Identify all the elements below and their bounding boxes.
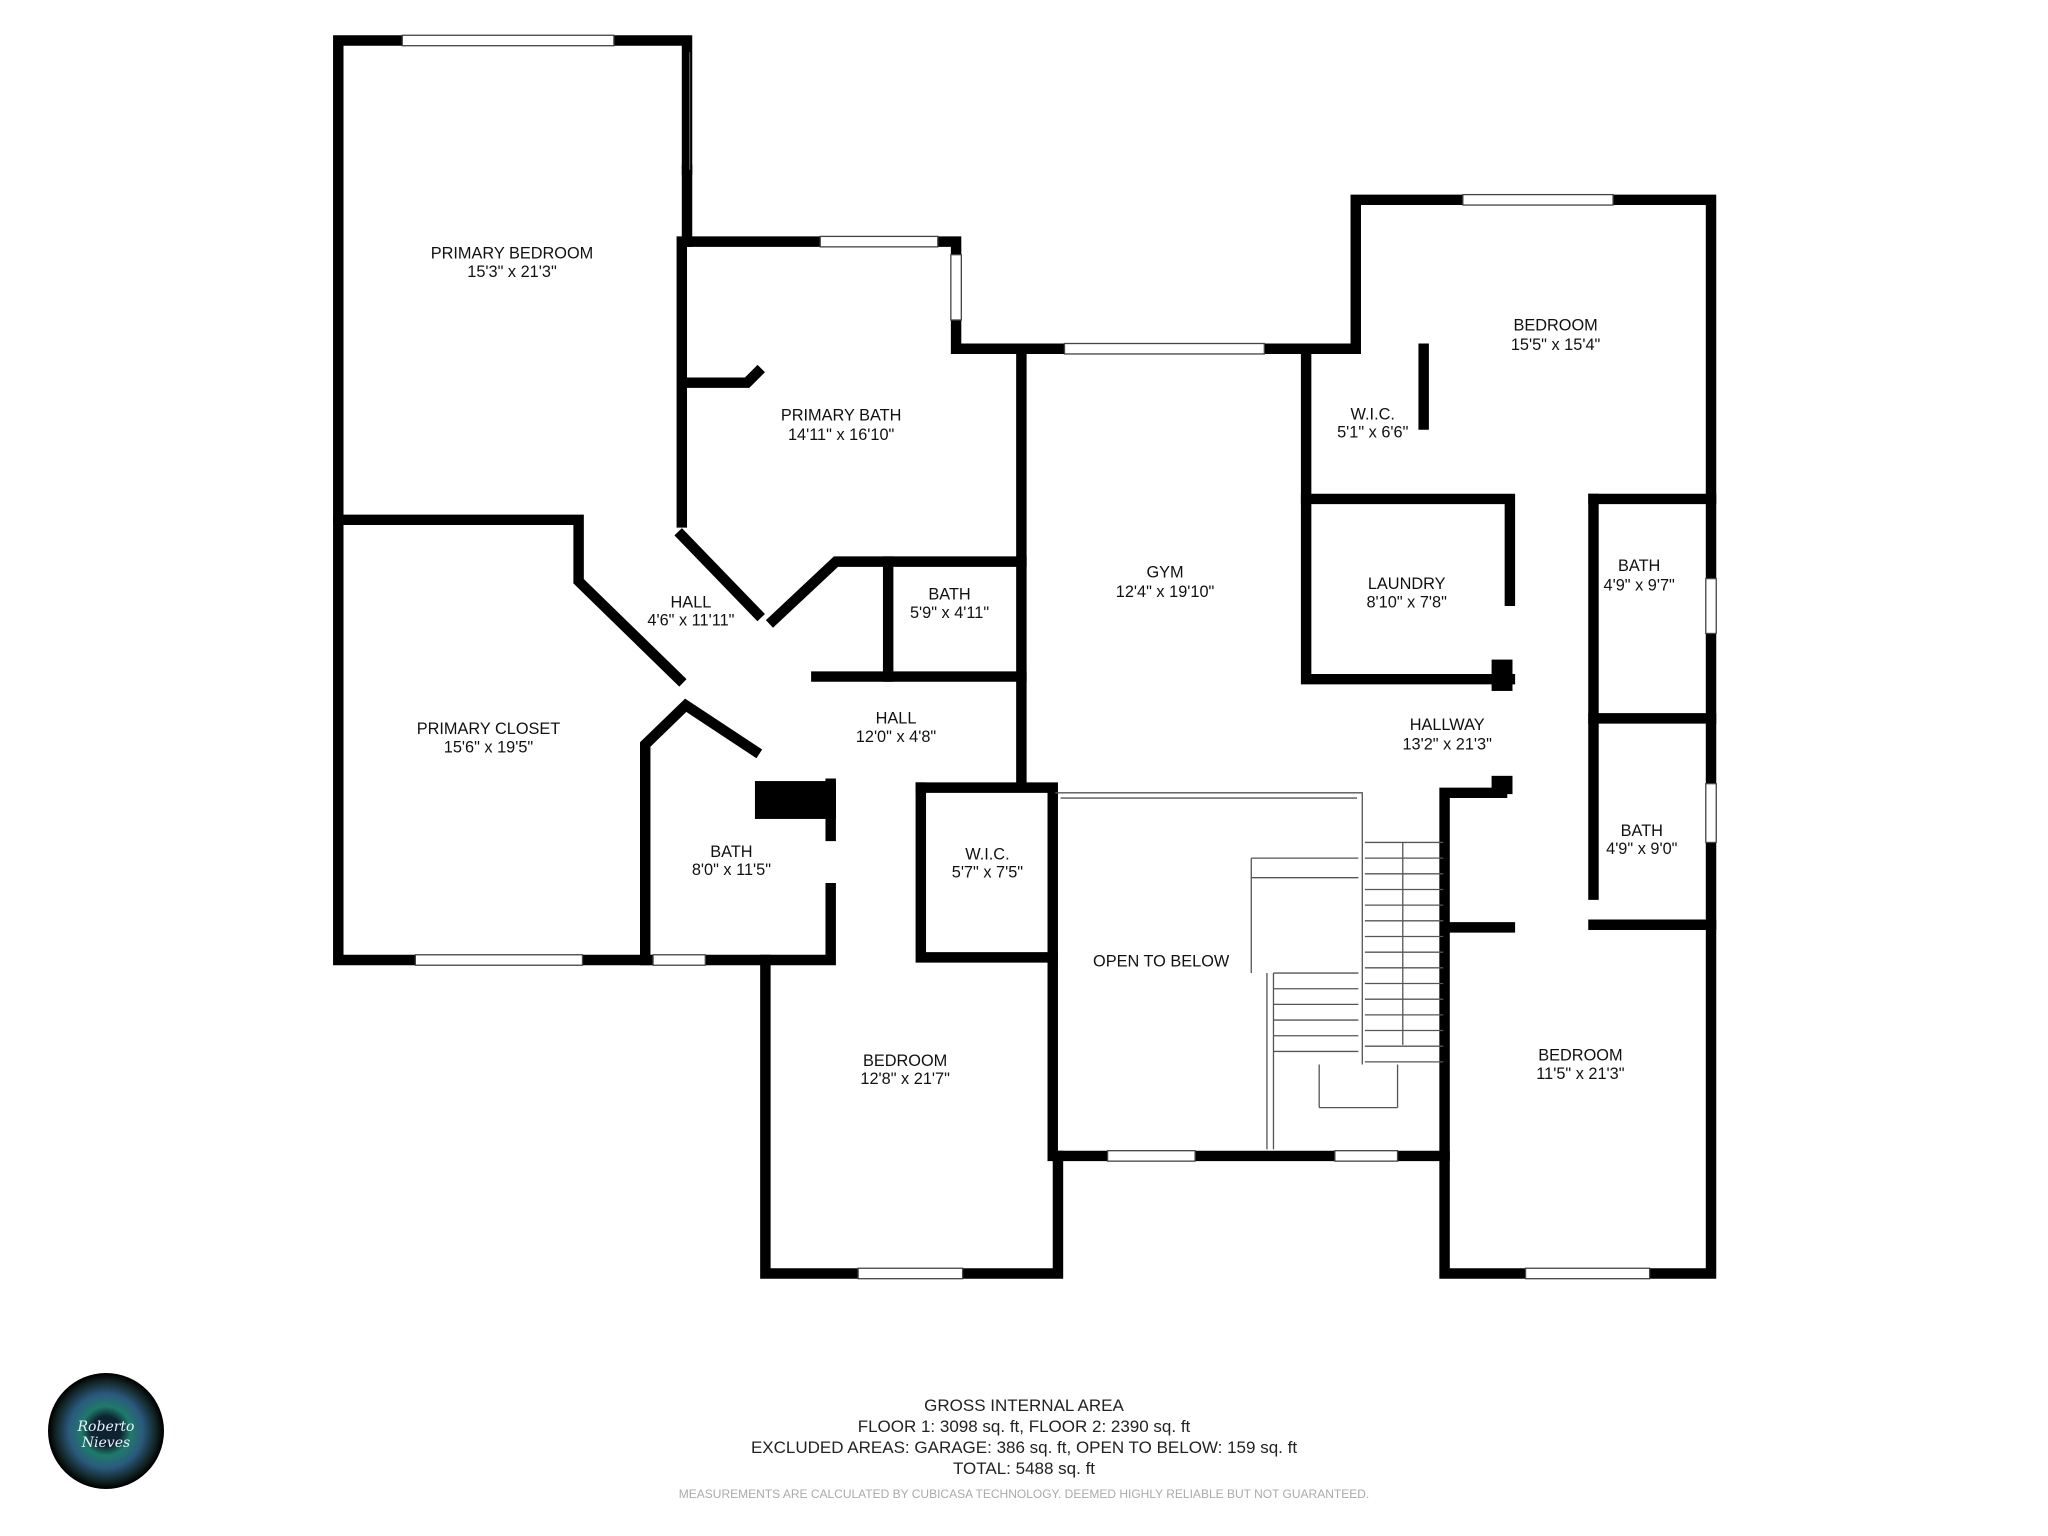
column-block <box>1491 659 1513 691</box>
svg-text:14'11" x 16'10": 14'11" x 16'10" <box>788 426 895 444</box>
svg-text:PRIMARY BATH: PRIMARY BATH <box>781 407 902 425</box>
svg-text:GYM: GYM <box>1146 563 1183 581</box>
svg-text:HALLWAY: HALLWAY <box>1410 716 1485 734</box>
svg-text:5'9" x 4'11": 5'9" x 4'11" <box>910 604 989 622</box>
svg-text:4'9" x 9'7": 4'9" x 9'7" <box>1604 576 1676 594</box>
svg-text:8'0" x 11'5": 8'0" x 11'5" <box>692 861 771 879</box>
room-gym: GYM 12'4" x 19'10" <box>1116 563 1215 601</box>
column-block <box>1491 775 1513 795</box>
svg-text:11'5" x 21'3": 11'5" x 21'3" <box>1536 1065 1624 1083</box>
svg-text:15'5" x 15'4": 15'5" x 15'4" <box>1511 336 1601 354</box>
svg-text:13'2" x 21'3": 13'2" x 21'3" <box>1402 736 1492 754</box>
svg-text:5'1" x 6'6": 5'1" x 6'6" <box>1337 424 1409 442</box>
walls <box>333 35 1717 1279</box>
svg-text:PRIMARY CLOSET: PRIMARY CLOSET <box>417 720 561 738</box>
svg-text:W.I.C.: W.I.C. <box>965 845 1009 863</box>
room-wic-mid: W.I.C.5'7" x 7'5" <box>952 845 1024 881</box>
svg-text:BEDROOM: BEDROOM <box>1513 316 1597 334</box>
svg-text:LAUNDRY: LAUNDRY <box>1368 575 1446 593</box>
svg-text:5'7" x 7'5": 5'7" x 7'5" <box>952 864 1024 882</box>
summary-total: TOTAL: 5488 sq. ft <box>952 1459 1096 1478</box>
svg-text:OPEN TO BELOW: OPEN TO BELOW <box>1093 953 1230 971</box>
svg-text:4'9" x 9'0": 4'9" x 9'0" <box>1606 840 1678 858</box>
svg-text:4'6" x 11'11": 4'6" x 11'11" <box>647 612 734 630</box>
svg-text:BEDROOM: BEDROOM <box>863 1052 947 1070</box>
svg-text:PRIMARY BEDROOM: PRIMARY BEDROOM <box>431 245 594 263</box>
stairs <box>1250 841 1444 1150</box>
svg-text:HALL: HALL <box>876 710 917 728</box>
summary-excluded: EXCLUDED AREAS: GARAGE: 386 sq. ft, OPEN… <box>750 1438 1298 1457</box>
svg-text:12'0" x 4'8": 12'0" x 4'8" <box>856 728 937 746</box>
disclaimer: MEASUREMENTS ARE CALCULATED BY CUBICASA … <box>678 1487 1370 1501</box>
windows <box>401 34 1717 1280</box>
camera-lens-icon: Roberto Nieves <box>48 1373 164 1489</box>
summary-title: GROSS INTERNAL AREA <box>924 1396 1124 1415</box>
svg-text:15'6" x 19'5": 15'6" x 19'5" <box>444 738 534 756</box>
svg-text:BATH: BATH <box>928 586 970 604</box>
column-block <box>754 781 836 819</box>
svg-text:HALL: HALL <box>671 593 712 611</box>
summary-floors: FLOOR 1: 3098 sq. ft, FLOOR 2: 2390 sq. … <box>857 1417 1191 1436</box>
room-open-to-below: OPEN TO BELOW <box>1093 953 1230 971</box>
svg-text:12'8" x 21'7": 12'8" x 21'7" <box>860 1070 950 1088</box>
svg-text:BATH: BATH <box>710 843 752 861</box>
svg-text:15'3" x 21'3": 15'3" x 21'3" <box>467 263 557 281</box>
logo-signature: Roberto Nieves <box>77 1419 135 1451</box>
room-hallway: HALLWAY 13'2" x 21'3" <box>1402 716 1492 754</box>
room-bedroom-top-right: BEDROOM 15'5" x 15'4" <box>1511 316 1601 354</box>
svg-text:8'10" x 7'8": 8'10" x 7'8" <box>1366 593 1447 611</box>
svg-text:BATH: BATH <box>1618 557 1660 575</box>
svg-text:BATH: BATH <box>1621 822 1663 840</box>
svg-text:BEDROOM: BEDROOM <box>1538 1047 1622 1065</box>
svg-text:W.I.C.: W.I.C. <box>1351 405 1395 423</box>
svg-text:12'4" x 19'10": 12'4" x 19'10" <box>1116 583 1215 601</box>
room-wic-right: W.I.C.5'1" x 6'6" <box>1337 405 1409 441</box>
